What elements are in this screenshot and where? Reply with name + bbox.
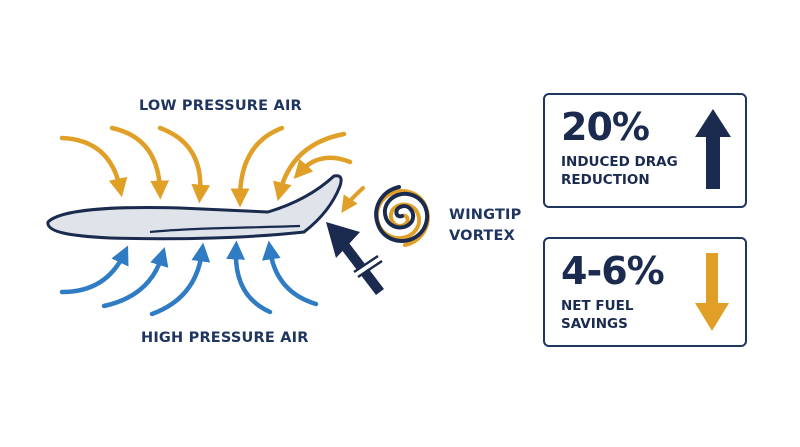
- wing-icon: [46, 174, 343, 241]
- thrust-arrow-icon: [326, 222, 384, 296]
- gold-arrow-3: [157, 125, 211, 204]
- gold-arrow-2: [109, 125, 170, 200]
- blue-arrow-5: [261, 240, 319, 307]
- gold-arrow-5: [273, 131, 347, 202]
- gold-arrow-4: [230, 125, 285, 208]
- high-pressure-arrows: [59, 240, 319, 317]
- wingtip-label-line2: VORTEX: [449, 228, 515, 244]
- wingtip-label-line1: WINGTIP: [449, 207, 522, 223]
- drag-reduction-text-line2: REDUCTION: [561, 172, 650, 188]
- arrow-down-icon: [695, 253, 729, 331]
- vortex-spiral-icon: [341, 178, 440, 254]
- high-pressure-label: HIGH PRESSURE AIR: [141, 330, 309, 346]
- low-pressure-arrows: [59, 125, 353, 208]
- gold-arrow-1: [59, 135, 128, 198]
- low-pressure-label: LOW PRESSURE AIR: [139, 98, 302, 114]
- drag-reduction-card: 20% INDUCED DRAG REDUCTION: [543, 93, 747, 208]
- blue-arrow-2: [101, 246, 169, 309]
- drag-reduction-text-line1: INDUCED DRAG: [561, 154, 678, 170]
- wingtip-vortex-label: WINGTIP VORTEX: [449, 205, 521, 247]
- arrow-up-icon: [695, 109, 731, 189]
- fuel-savings-card: 4-6% NET FUEL SAVINGS: [543, 237, 747, 347]
- fuel-savings-text-line1: NET FUEL: [561, 298, 634, 314]
- drag-reduction-value: 20%: [561, 105, 650, 149]
- fuel-savings-text-line2: SAVINGS: [561, 316, 628, 332]
- fuel-savings-value: 4-6%: [561, 249, 665, 293]
- blue-arrow-3: [149, 242, 211, 317]
- gold-arrow-6: [293, 155, 353, 179]
- blue-arrow-4: [226, 240, 273, 315]
- blue-arrow-1: [59, 245, 129, 295]
